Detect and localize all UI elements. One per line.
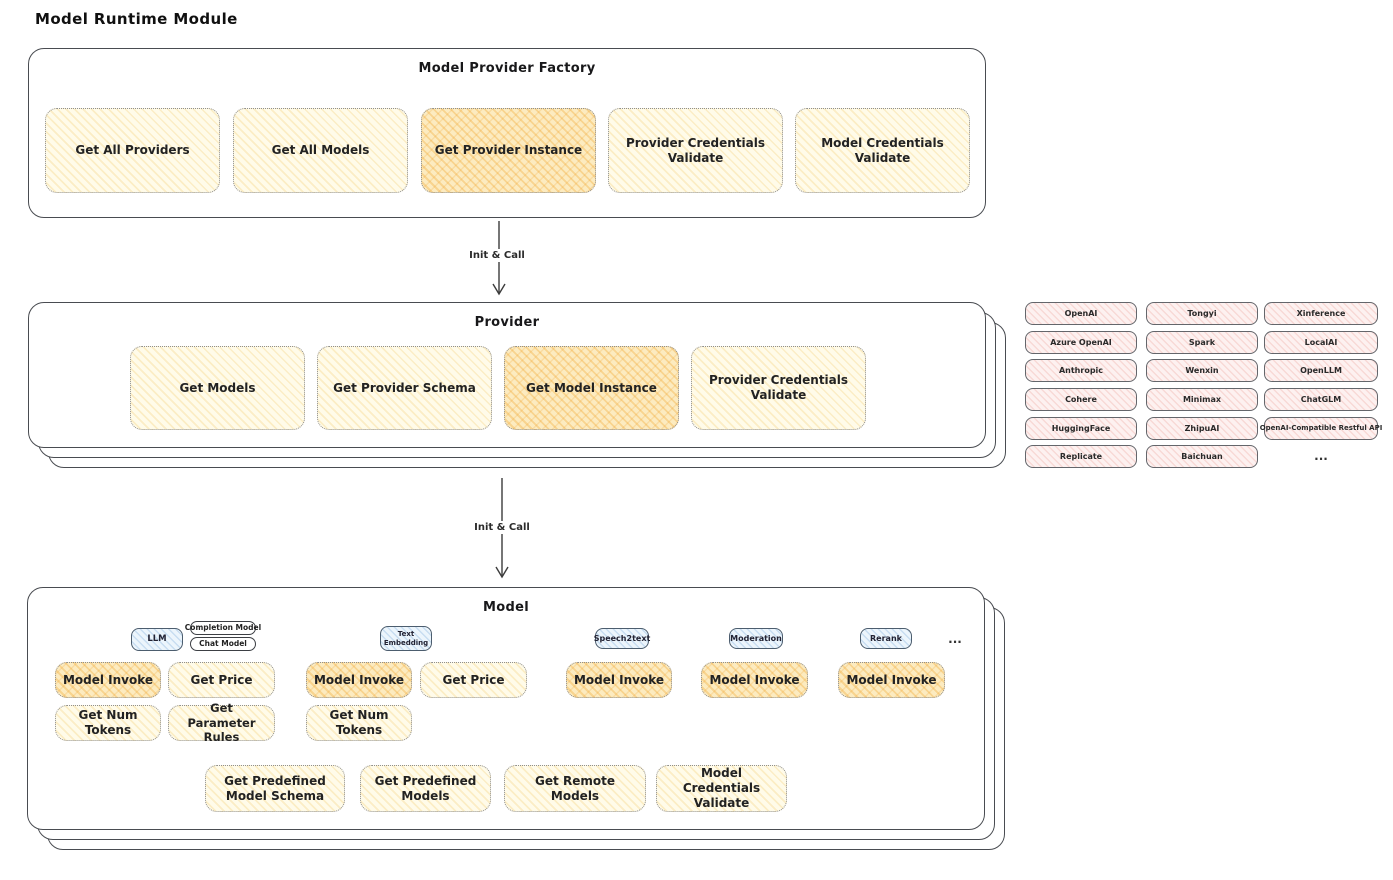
provider-node-get-models: Get Models [130, 346, 305, 430]
model-llm-get-parameter-rules: Get Parameter Rules [168, 701, 275, 744]
provider-node-get-provider-schema: Get Provider Schema [317, 346, 492, 430]
model-type-moderation: Moderation [729, 628, 783, 649]
model-embedding-get-num-tokens: Get Num Tokens [306, 705, 412, 741]
provider-chip-azure-openai: Azure OpenAI [1025, 331, 1137, 354]
model-type-chat-model: Chat Model [190, 637, 256, 651]
provider-chip-tongyi: Tongyi [1146, 302, 1258, 325]
model-embedding-model-invoke: Model Invoke [306, 662, 412, 698]
model-llm-get-num-tokens: Get Num Tokens [55, 705, 161, 741]
factory-node-get-provider-instance: Get Provider Instance [421, 108, 596, 193]
provider-chip-wenxin: Wenxin [1146, 359, 1258, 382]
model-speech2text-model-invoke: Model Invoke [566, 662, 672, 698]
model-get-predefined-model-schema: Get Predefined Model Schema [205, 765, 345, 812]
factory-node-get-all-providers: Get All Providers [45, 108, 220, 193]
provider-chip-localai: LocalAI [1264, 331, 1378, 354]
arrow-2-label: Init & Call [469, 521, 535, 534]
model-moderation-model-invoke: Model Invoke [701, 662, 808, 698]
model-type-speech2text: Speech2text [594, 628, 650, 649]
provider-chip-anthropic: Anthropic [1025, 359, 1137, 382]
provider-chip-openai-compatible-restful-api: OpenAI-Compatible Restful API [1260, 417, 1382, 440]
factory-box-title: Model Provider Factory [418, 61, 596, 76]
provider-chip-baichuan: Baichuan [1146, 445, 1258, 468]
provider-chip-xinference: Xinference [1264, 302, 1378, 325]
provider-chip-openllm: OpenLLM [1264, 359, 1378, 382]
provider-chip-chatglm: ChatGLM [1264, 388, 1378, 411]
model-type-completion-model: Completion Model [185, 621, 261, 635]
provider-box-title: Provider [474, 315, 540, 330]
model-embedding-get-price: Get Price [420, 662, 527, 698]
model-types-ellipsis: ... [948, 631, 962, 646]
model-get-predefined-models: Get Predefined Models [360, 765, 491, 812]
page-title: Model Runtime Module [35, 10, 238, 28]
model-type-text-embedding: Text Embedding [380, 626, 432, 651]
factory-node-model-credentials-validate: Model Credentials Validate [795, 108, 970, 193]
model-llm-model-invoke: Model Invoke [55, 662, 161, 698]
model-type-rerank: Rerank [860, 628, 912, 649]
provider-list-ellipsis: ... [1314, 449, 1328, 463]
model-box-title: Model [483, 600, 529, 615]
provider-chip-zhipuai: ZhipuAI [1146, 417, 1258, 440]
model-model-credentials-validate: Model Credentials Validate [656, 765, 787, 812]
provider-node-get-model-instance: Get Model Instance [504, 346, 679, 430]
provider-chip-openai: OpenAI [1025, 302, 1137, 325]
provider-chip-replicate: Replicate [1025, 445, 1137, 468]
model-get-remote-models: Get Remote Models [504, 765, 646, 812]
model-type-llm: LLM [131, 628, 183, 651]
factory-node-get-all-models: Get All Models [233, 108, 408, 193]
factory-node-provider-credentials-validate: Provider Credentials Validate [608, 108, 783, 193]
model-llm-get-price: Get Price [168, 662, 275, 698]
provider-chip-minimax: Minimax [1146, 388, 1258, 411]
arrow-1-label: Init & Call [464, 249, 530, 262]
provider-node-provider-credentials-validate: Provider Credentials Validate [691, 346, 866, 430]
model-rerank-model-invoke: Model Invoke [838, 662, 945, 698]
provider-chip-spark: Spark [1146, 331, 1258, 354]
provider-chip-cohere: Cohere [1025, 388, 1137, 411]
provider-chip-huggingface: HuggingFace [1025, 417, 1137, 440]
